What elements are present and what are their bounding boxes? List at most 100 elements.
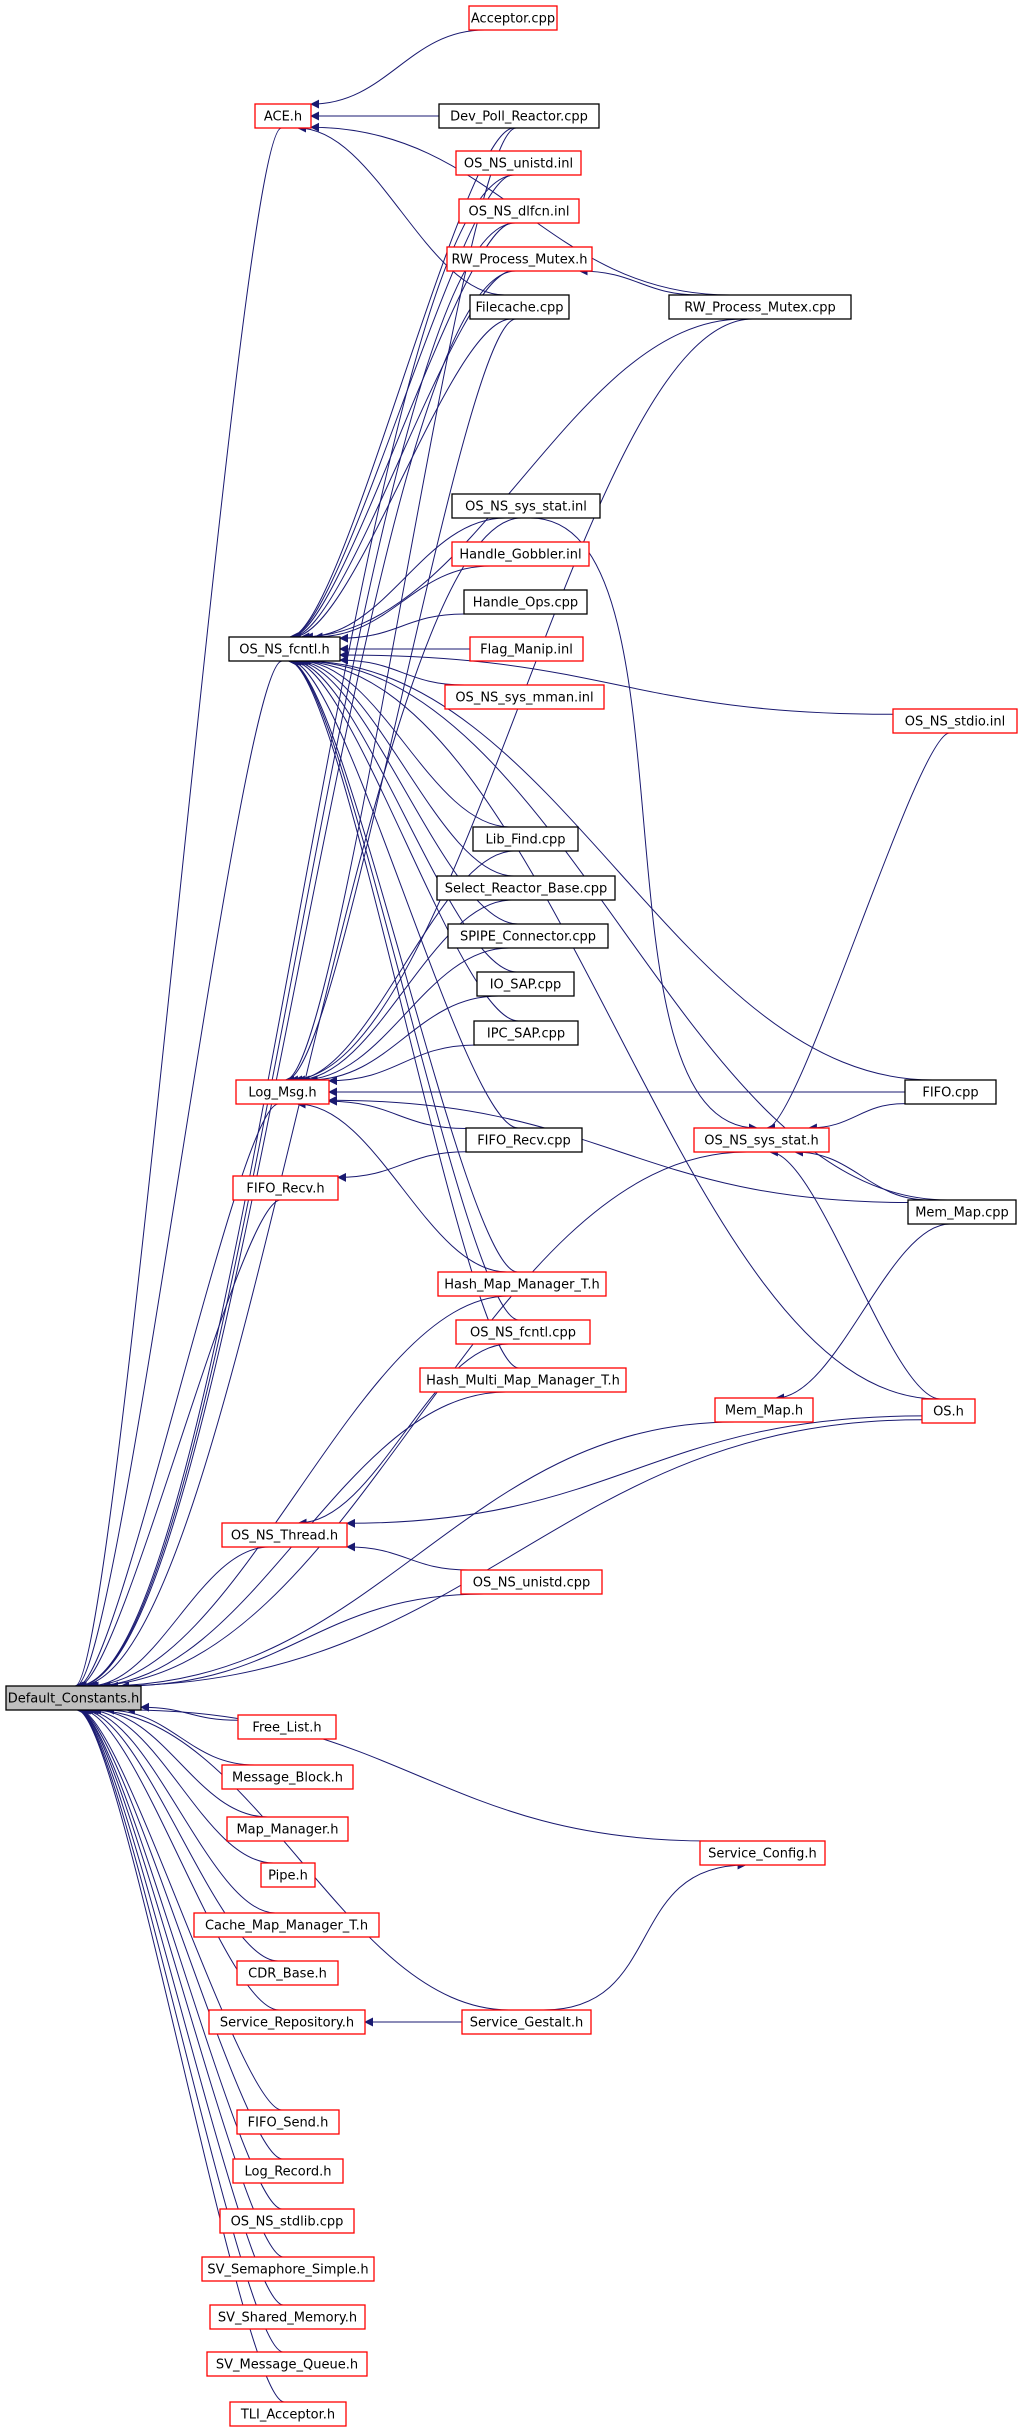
node-box xyxy=(463,589,588,615)
edge-lib_find_cpp-to-log_msg_h xyxy=(293,850,515,1085)
edge-acceptor_cpp-to-ace_h xyxy=(310,29,485,109)
node-rw-process-mutex-h[interactable]: RW_Process_Mutex.h xyxy=(446,246,593,272)
node-box xyxy=(907,1199,1017,1225)
node-pipe-h[interactable]: Pipe.h xyxy=(260,1862,316,1888)
node-os-ns-fcntl-h[interactable]: OS_NS_fcntl.h xyxy=(228,636,341,662)
node-label: SV_Semaphore_Simple.h xyxy=(207,2263,368,2278)
edge-filecache_cpp-to-log_msg_h xyxy=(285,318,516,1085)
node-os-ns-unistd-inl[interactable]: OS_NS_unistd.inl xyxy=(455,150,582,176)
node-label: Free_List.h xyxy=(252,1721,321,1736)
node-box xyxy=(254,103,312,129)
node-box xyxy=(693,1127,830,1153)
edge-service_gestalt_h-to-default_constants_h xyxy=(89,1705,510,2011)
node-ace-h[interactable]: ACE.h xyxy=(254,103,312,129)
node-handle-gobbler-inl[interactable]: Handle_Gobbler.inl xyxy=(451,541,590,567)
node-label: ACE.h xyxy=(264,110,302,125)
edge-log_record_h-to-default_constants_h xyxy=(78,1705,283,2160)
node-os-ns-fcntl-cpp[interactable]: OS_NS_fcntl.cpp xyxy=(455,1319,591,1345)
node-ipc-sap-cpp[interactable]: IPC_SAP.cpp xyxy=(473,1020,579,1046)
node-fifo-recv-h[interactable]: FIFO_Recv.h xyxy=(232,1175,339,1201)
node-os-ns-thread-h[interactable]: OS_NS_Thread.h xyxy=(221,1522,348,1548)
node-label: RW_Process_Mutex.h xyxy=(451,253,587,268)
node-spipe-connector-cpp[interactable]: SPIPE_Connector.cpp xyxy=(447,923,609,949)
node-hash-map-manager-t-h[interactable]: Hash_Map_Manager_T.h xyxy=(437,1271,607,1297)
node-box xyxy=(236,2109,340,2135)
node-os-ns-sys-stat-h[interactable]: OS_NS_sys_stat.h xyxy=(693,1127,830,1153)
edge-service_config_h-to-default_constants_h xyxy=(125,1705,710,1842)
node-filecache-cpp[interactable]: Filecache.cpp xyxy=(469,294,570,320)
node-os-h[interactable]: OS.h xyxy=(921,1398,976,1424)
node-tli-acceptor-h[interactable]: TLI_Acceptor.h xyxy=(229,2401,347,2427)
node-label: RW_Process_Mutex.cpp xyxy=(684,301,835,316)
node-hash-multi-map-manager-t-h[interactable]: Hash_Multi_Map_Manager_T.h xyxy=(419,1367,627,1393)
node-os-ns-dlfcn-inl[interactable]: OS_NS_dlfcn.inl xyxy=(458,198,580,224)
edge-os_ns_fcntl_h-to-default_constants_h xyxy=(75,660,283,1691)
edge-spipe_connector_cpp-to-os_ns_fcntl_h xyxy=(293,656,518,925)
node-fifo-cpp[interactable]: FIFO.cpp xyxy=(904,1079,997,1105)
edge-hash_map_manager_t_h-to-log_msg_h xyxy=(296,1099,508,1273)
edge-tli_acceptor_h-to-default_constants_h xyxy=(76,1705,285,2403)
node-box xyxy=(419,1367,627,1393)
node-message-block-h[interactable]: Message_Block.h xyxy=(221,1764,354,1790)
node-os-ns-stdio-inl[interactable]: OS_NS_stdio.inl xyxy=(892,708,1018,734)
node-box xyxy=(469,294,570,320)
node-log-msg-h[interactable]: Log_Msg.h xyxy=(235,1079,330,1105)
node-map-manager-h[interactable]: Map_Manager.h xyxy=(226,1816,349,1842)
node-default-constants-h[interactable]: Default_Constants.h xyxy=(5,1685,142,1711)
node-sv-message-queue-h[interactable]: SV_Message_Queue.h xyxy=(206,2351,368,2377)
node-sv-shared-memory-h[interactable]: SV_Shared_Memory.h xyxy=(209,2304,366,2330)
node-box xyxy=(699,1840,826,1866)
node-box xyxy=(193,1912,380,1938)
node-cdr-base-h[interactable]: CDR_Base.h xyxy=(236,1960,339,1986)
node-select-reactor-base-cpp[interactable]: Select_Reactor_Base.cpp xyxy=(436,875,616,901)
node-dev-poll-reactor-cpp[interactable]: Dev_Poll_Reactor.cpp xyxy=(438,103,600,129)
node-os-ns-unistd-cpp[interactable]: OS_NS_unistd.cpp xyxy=(460,1569,603,1595)
edge-handle_ops_cpp-to-os_ns_fcntl_h xyxy=(339,613,465,643)
node-box xyxy=(455,150,582,176)
node-rw-process-mutex-cpp[interactable]: RW_Process_Mutex.cpp xyxy=(668,294,852,320)
node-os-ns-stdlib-cpp[interactable]: OS_NS_stdlib.cpp xyxy=(219,2208,355,2234)
node-service-repository-h[interactable]: Service_Repository.h xyxy=(208,2009,366,2035)
node-fifo-send-h[interactable]: FIFO_Send.h xyxy=(236,2109,340,2135)
edge-os_ns_stdio_inl-to-os_ns_sys_stat_h xyxy=(766,732,950,1133)
node-service-config-h[interactable]: Service_Config.h xyxy=(699,1840,826,1866)
node-os-ns-sys-mman-inl[interactable]: OS_NS_sys_mman.inl xyxy=(444,684,605,710)
node-os-ns-sys-stat-inl[interactable]: OS_NS_sys_stat.inl xyxy=(451,493,601,519)
node-fifo-recv-cpp[interactable]: FIFO_Recv.cpp xyxy=(465,1127,583,1153)
node-label: OS_NS_fcntl.h xyxy=(239,643,330,658)
node-mem-map-h[interactable]: Mem_Map.h xyxy=(714,1397,814,1423)
node-io-sap-cpp[interactable]: IO_SAP.cpp xyxy=(476,971,575,997)
node-label: OS.h xyxy=(933,1405,964,1420)
edge-dev_poll_reactor_cpp-to-log_msg_h xyxy=(284,127,517,1085)
node-box xyxy=(232,2158,344,2184)
node-sv-semaphore-simple-h[interactable]: SV_Semaphore_Simple.h xyxy=(201,2256,375,2282)
node-handle-ops-cpp[interactable]: Handle_Ops.cpp xyxy=(463,589,588,615)
edge-pipe_h-to-default_constants_h xyxy=(87,1705,274,1864)
node-service-gestalt-h[interactable]: Service_Gestalt.h xyxy=(461,2009,592,2035)
node-box xyxy=(460,1569,603,1595)
edge-mem_map_h-to-default_constants_h xyxy=(101,1421,736,1691)
node-label: Service_Repository.h xyxy=(220,2016,354,2031)
edge-map_manager_h-to-default_constants_h xyxy=(92,1705,268,1818)
edge-os_h-to-os_ns_sys_stat_h xyxy=(768,1147,941,1400)
node-acceptor-cpp[interactable]: Acceptor.cpp xyxy=(468,5,558,31)
node-box xyxy=(468,5,558,31)
node-box xyxy=(208,2009,366,2035)
edge-mem_map_cpp-to-mem_map_h xyxy=(775,1223,951,1403)
edge-cache_map_manager_t_h-to-default_constants_h xyxy=(83,1705,276,1914)
node-cache-map-manager-t-h[interactable]: Cache_Map_Manager_T.h xyxy=(193,1912,380,1938)
node-label: Flag_Manip.inl xyxy=(480,643,573,658)
node-mem-map-cpp[interactable]: Mem_Map.cpp xyxy=(907,1199,1017,1225)
node-label: Dev_Poll_Reactor.cpp xyxy=(450,110,588,125)
node-label: OS_NS_dlfcn.inl xyxy=(469,205,570,220)
edge-rw_process_mutex_h-to-default_constants_h xyxy=(76,270,516,1691)
node-box xyxy=(461,2009,592,2035)
node-log-record-h[interactable]: Log_Record.h xyxy=(232,2158,344,2184)
node-lib-find-cpp[interactable]: Lib_Find.cpp xyxy=(472,826,579,852)
edge-service_gestalt_h-to-service_config_h xyxy=(543,1860,747,2011)
edge-fifo_cpp-to-os_ns_fcntl_h xyxy=(301,656,933,1081)
node-label: OS_NS_unistd.inl xyxy=(464,157,573,172)
node-free-list-h[interactable]: Free_List.h xyxy=(237,1714,337,1740)
edge-os_ns_sys_stat_h-to-default_constants_h xyxy=(87,1151,747,1691)
node-flag-manip-inl[interactable]: Flag_Manip.inl xyxy=(469,636,584,662)
